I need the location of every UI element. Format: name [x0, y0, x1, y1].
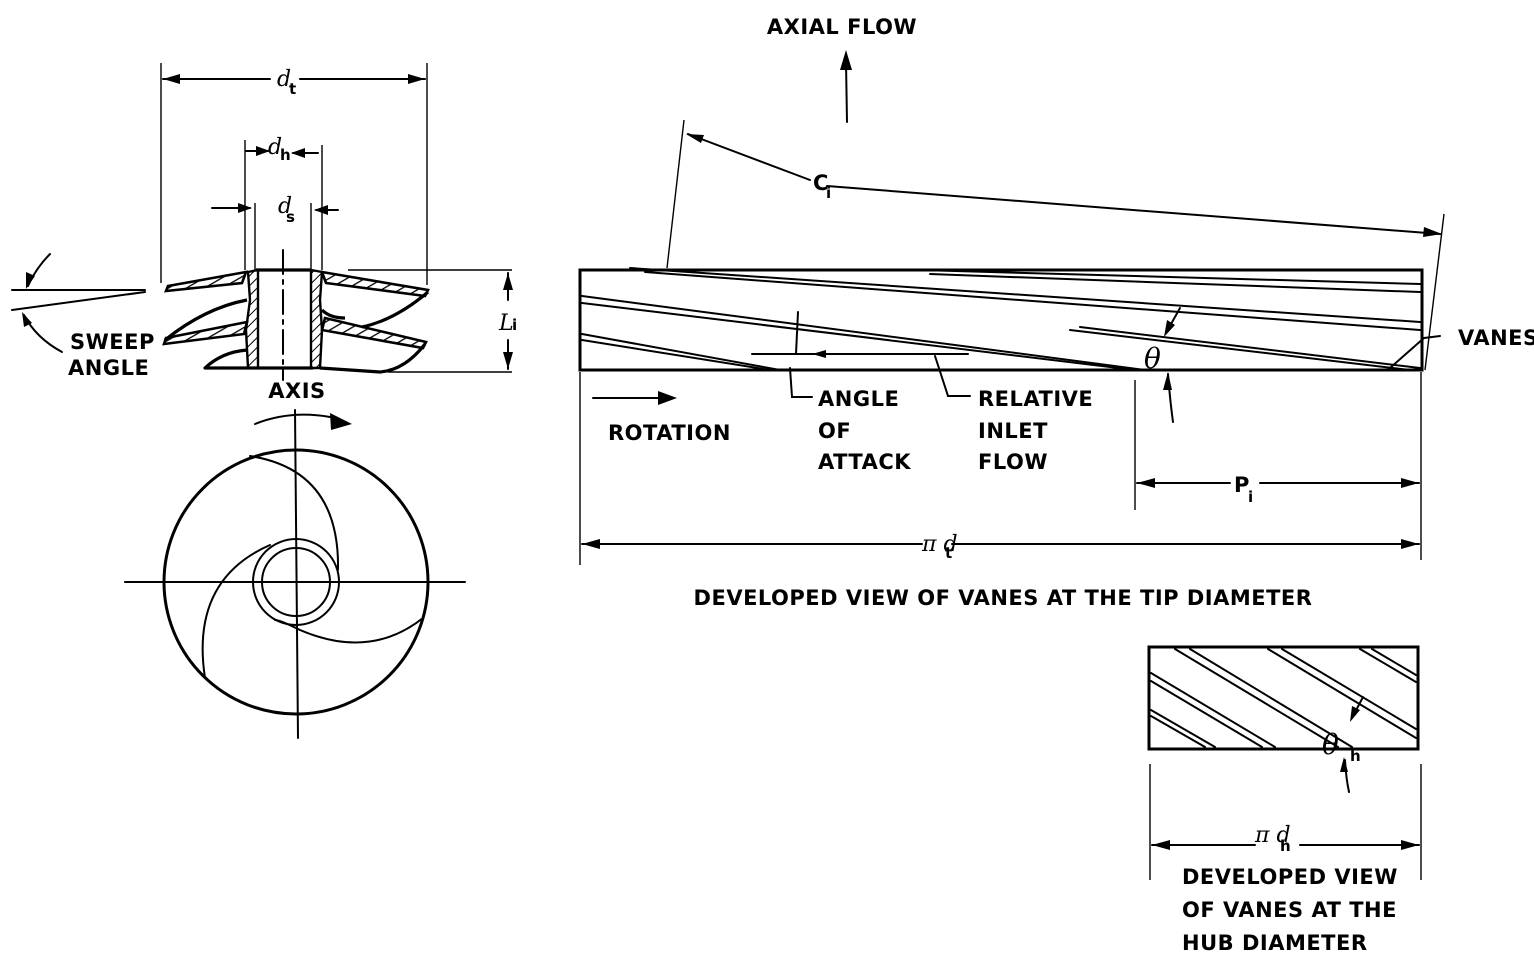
relative-inlet-flow-line-1: RELATIVE: [978, 387, 1093, 411]
hub-caption-line-1: DEVELOPED VIEW: [1182, 865, 1398, 889]
chord-extension-right: [1424, 213, 1445, 371]
vane-left-2: [162, 320, 249, 346]
arrow-left-icon: [291, 148, 305, 158]
angle-of-attack-line-2: OF: [818, 419, 851, 443]
hub-circ-sub: h: [1280, 837, 1291, 855]
tip-developed-view: AXIAL FLOW C i: [578, 15, 1534, 610]
arrow-down-icon: [26, 272, 35, 289]
vane-curve-3: [201, 544, 271, 679]
chord-line-left: [687, 133, 811, 181]
arrow-left-icon: [314, 205, 328, 215]
relative-inlet-flow-line-3: FLOW: [978, 450, 1048, 474]
chord-line-right: [826, 185, 1441, 235]
angle-of-attack-mark: [795, 311, 799, 355]
arrow-up-icon: [1340, 757, 1348, 772]
hub-vanes: [1150, 648, 1417, 748]
hub-caption-line-2: OF VANES AT THE: [1182, 898, 1397, 922]
vanes-label: VANES: [1458, 326, 1534, 350]
hub-theta-label: θ: [1322, 728, 1339, 761]
arrow-up-icon: [840, 50, 852, 70]
arrow-right-icon: [1401, 539, 1419, 549]
sweep-label-2: ANGLE: [68, 356, 149, 380]
dim-hub-sub: h: [280, 146, 291, 164]
arrow-left-icon: [1152, 840, 1170, 850]
arrow-left-icon: [686, 134, 704, 143]
arrow-up-icon: [22, 312, 32, 327]
arrow-up-icon: [503, 273, 513, 290]
arrow-right-icon: [1401, 478, 1419, 488]
sweep-angle: SWEEP ANGLE: [11, 253, 155, 380]
tip-caption: DEVELOPED VIEW OF VANES AT THE TIP DIAME…: [694, 586, 1313, 610]
hub-developed-view: θ h π d h DEVELOPED VIEW OF VANES AT THE…: [1147, 645, 1422, 955]
circ-sub: t: [945, 544, 952, 562]
tip-vanes: [581, 267, 1421, 371]
rotation-arrow-icon: [330, 413, 352, 430]
dim-length-sub: i: [512, 316, 517, 334]
relative-inlet-flow-line-2: INLET: [978, 419, 1048, 443]
dim-hub-diameter: d h: [245, 135, 319, 164]
chord-extension-left: [666, 119, 685, 269]
dim-inducer-length: L i: [498, 272, 517, 370]
angle-of-attack-line-1: ANGLE: [818, 387, 899, 411]
arrow-right-icon: [1423, 227, 1442, 237]
vanes-leader: [1389, 337, 1425, 369]
rotation-arc: [254, 413, 331, 425]
axial-flow-label: AXIAL FLOW: [767, 15, 917, 39]
dim-length-label: L: [498, 311, 514, 336]
sweep-label-1: SWEEP: [70, 330, 155, 354]
hub-developed-rect: [1147, 645, 1420, 751]
side-view: d t d h d s: [11, 63, 517, 403]
arrow-left-icon: [163, 74, 180, 84]
vane-curve-2: [274, 617, 424, 644]
dim-tip-diameter: d t: [162, 67, 426, 98]
circ-label: π d: [921, 532, 958, 557]
relative-inlet-flow-leader: [934, 355, 971, 397]
tip-developed-rect: [578, 268, 1424, 372]
dim-hub-label: d: [268, 135, 282, 160]
dim-shaft-diameter: d s: [211, 194, 339, 226]
hub-circ-label: π d: [1254, 823, 1291, 848]
vane-curve-1: [249, 455, 340, 571]
vertical-centerline: [294, 409, 299, 739]
arrow-right-icon: [238, 203, 252, 213]
hub-theta-sub: h: [1350, 747, 1361, 765]
arrow-down-icon: [1164, 320, 1175, 337]
hub-circle: [252, 538, 340, 626]
theta-label: θ: [1144, 342, 1161, 375]
axis-label: AXIS: [268, 379, 325, 403]
arrow-down-icon: [503, 352, 513, 369]
hub-caption-line-3: HUB DIAMETER: [1182, 931, 1368, 955]
chord-label: C: [813, 171, 829, 195]
hub-wall-right: [309, 268, 324, 370]
dim-tip-sub: t: [289, 80, 296, 98]
shaft-circle: [261, 547, 331, 617]
pitch-sub: i: [1248, 488, 1253, 506]
outer-circle: [162, 448, 430, 716]
pitch-label: P: [1234, 473, 1250, 497]
arrow-left-icon: [582, 539, 600, 549]
hub-wall-left: [244, 268, 260, 370]
axial-flow-line: [845, 61, 848, 123]
dim-tip-label: d: [277, 67, 291, 92]
angle-of-attack-leader: [789, 367, 813, 398]
chord-sub: i: [826, 184, 831, 202]
front-view: [124, 409, 466, 739]
arrow-right-icon: [408, 74, 425, 84]
angle-of-attack-line-3: ATTACK: [818, 450, 911, 474]
vane-left-1: [163, 270, 248, 293]
arrow-right-icon: [256, 146, 270, 156]
arrow-left-icon: [1137, 478, 1155, 488]
dim-shaft-sub: s: [286, 208, 295, 226]
inducer-section: [162, 249, 430, 381]
arrow-right-icon: [1401, 840, 1419, 850]
dim-shaft-label: d: [278, 194, 292, 219]
arrow-left-icon: [812, 350, 826, 358]
arrow-right-icon: [658, 391, 677, 405]
rotation-label: ROTATION: [608, 421, 731, 445]
vane-right-1: [320, 270, 430, 298]
arrow-up-icon: [1163, 372, 1172, 390]
arrow-down-icon: [1350, 706, 1360, 722]
vanes-leader-h: [1423, 335, 1441, 339]
